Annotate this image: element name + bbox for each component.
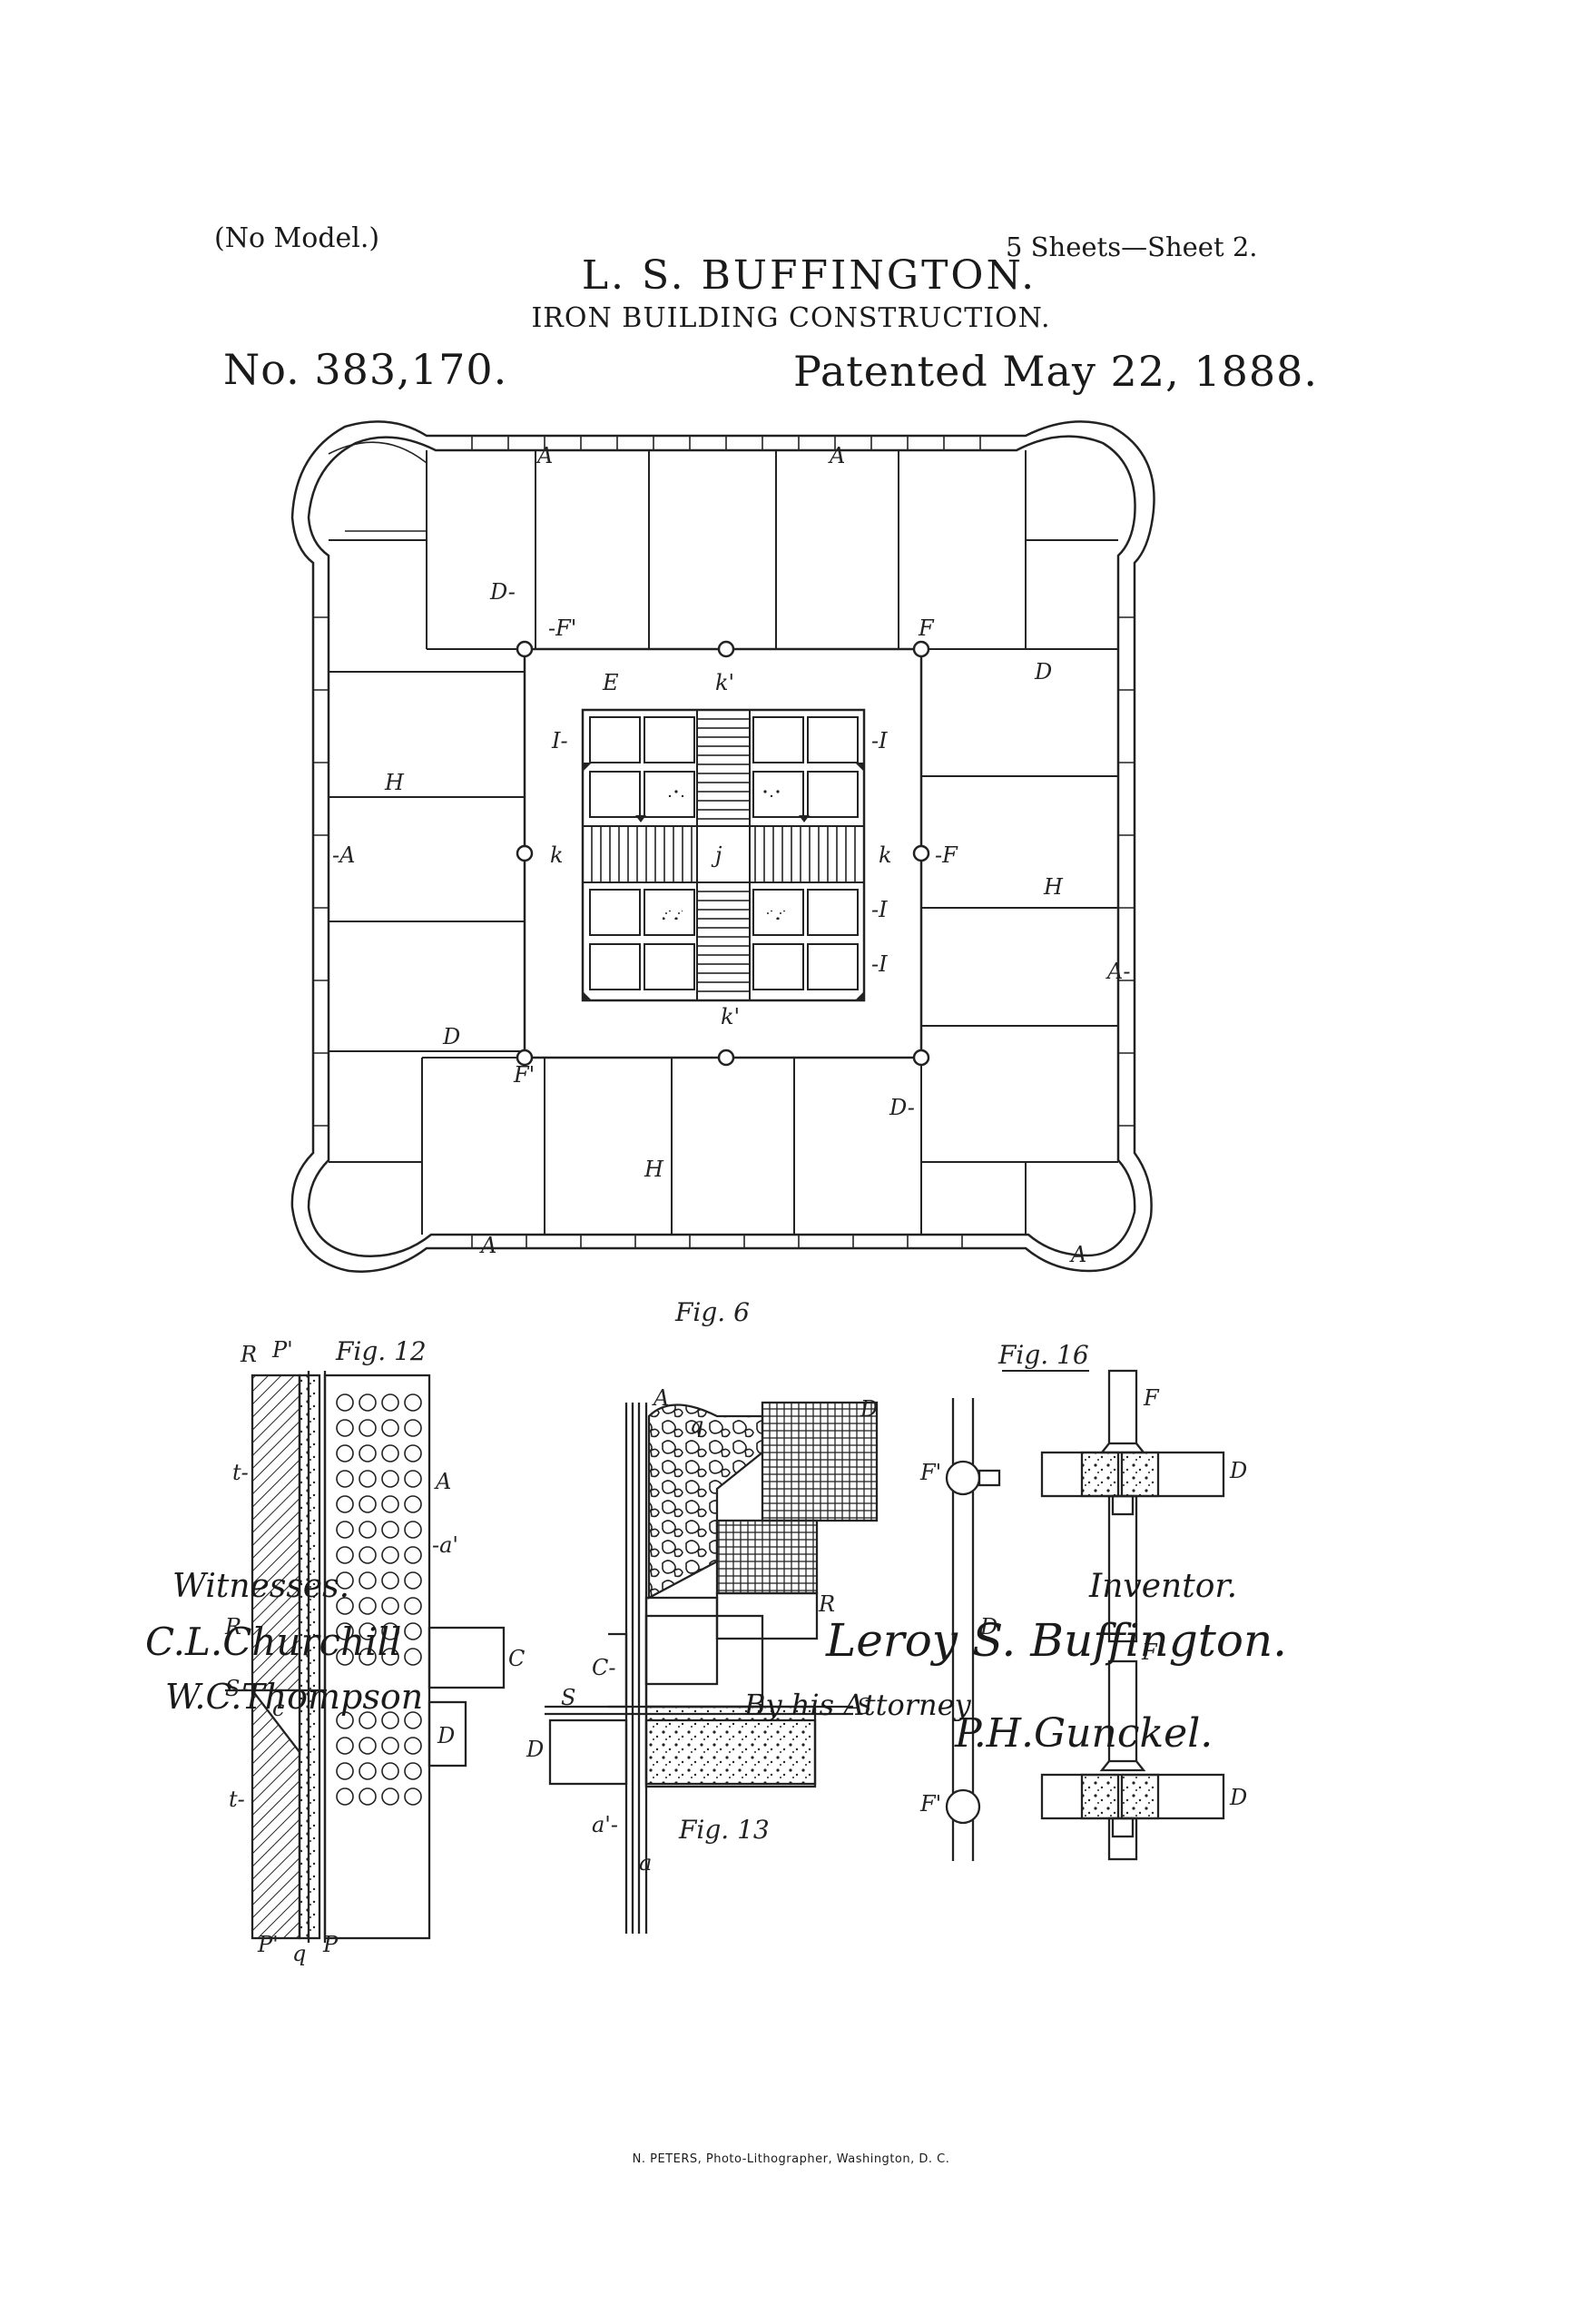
label-d-fig12: D — [437, 1723, 455, 1748]
label-s-fig13-right: S — [857, 1694, 871, 1719]
label-f1-column-bottom: F' — [919, 1791, 941, 1817]
label-k-left: k — [550, 842, 564, 868]
label-d-column: D — [979, 1614, 997, 1640]
printer-credit: N. PETERS, Photo-Lithographer, Washingto… — [632, 2152, 950, 2166]
label-d-bottom-right: D- — [889, 1095, 915, 1120]
label-c-fig13: C- — [592, 1655, 615, 1680]
label-f-top-right: F — [918, 615, 935, 641]
label-f-fig16-top: F — [1143, 1385, 1160, 1411]
label-d-fig16-top: D — [1229, 1458, 1247, 1483]
label-a1-fig12: -a' — [432, 1532, 458, 1558]
label-f1-bottom: F' — [513, 1062, 535, 1088]
label-a-top-left: A — [536, 443, 553, 468]
label-t-bottom: t- — [229, 1787, 245, 1812]
label-d-bottom-left: D — [442, 1024, 460, 1049]
patent-number: No. 383,170. — [223, 345, 508, 394]
label-a1-fig13: a'- — [592, 1812, 618, 1837]
figure-12-caption: Fig. 12 — [335, 1336, 427, 1366]
attorney-line: By his Attorney — [744, 1688, 971, 1722]
patent-date: Patented May 22, 1888. — [793, 347, 1319, 396]
label-q-fig12: q — [292, 1941, 306, 1966]
label-j: j — [711, 842, 722, 868]
label-a-left: -A — [332, 842, 355, 868]
label-r-mid: R — [224, 1614, 241, 1640]
label-a-small-fig13: a — [639, 1850, 652, 1876]
label-p-bottom: P — [322, 1932, 339, 1957]
figure-16-caption: Fig. 16 — [997, 1340, 1089, 1370]
witness-signature-1: C.L.Churchill — [145, 1620, 402, 1664]
figure-column-elevation — [945, 1398, 1001, 1861]
figure-16-beam-connection — [1002, 1369, 1225, 1861]
label-a-fig12: A — [434, 1469, 451, 1494]
label-s-fig13-left: S — [561, 1685, 575, 1710]
label-i-right-3: -I — [871, 951, 888, 977]
patent-title: IRON BUILDING CONSTRUCTION. — [531, 302, 1051, 334]
label-i-right: -I — [871, 728, 888, 753]
inventor-name-heading: L. S. BUFFINGTON. — [581, 252, 1037, 299]
label-d-left: D- — [489, 579, 516, 605]
label-t-top: t- — [232, 1460, 249, 1485]
label-a-bottom-right: A — [1069, 1242, 1086, 1267]
label-r-fig13: R — [818, 1591, 835, 1617]
inventor-label: Inventor. — [1089, 1568, 1238, 1605]
label-h-right: H — [1043, 874, 1064, 900]
figure-6-caption: Fig. 6 — [674, 1297, 750, 1327]
label-p1-top: P' — [271, 1337, 293, 1363]
label-i-right-2: -I — [871, 897, 888, 922]
label-a-top-right: A — [828, 443, 845, 468]
label-f1-left: -F' — [548, 615, 576, 641]
label-q-fig13: q — [690, 1413, 703, 1438]
label-r-top: R — [240, 1342, 257, 1367]
label-d-fig13-left: D — [526, 1737, 544, 1762]
label-d-right: D — [1034, 659, 1052, 684]
label-f-right: -F — [935, 842, 958, 868]
label-i-left: I- — [551, 728, 568, 753]
label-e: E — [602, 670, 619, 695]
label-s-fig12: S- — [225, 1676, 248, 1701]
witnesses-label: Witnesses. — [172, 1568, 350, 1605]
sheet-number: 5 Sheets—Sheet 2. — [1006, 231, 1258, 262]
label-d-fig16-bottom: D — [1229, 1785, 1247, 1810]
label-f-fig16-bottom: F — [1141, 1640, 1158, 1665]
label-c-small: c — [272, 1696, 284, 1721]
figure-6-floor-plan — [290, 420, 1155, 1273]
label-a-right: A- — [1105, 959, 1130, 984]
label-f1-column-top: F' — [919, 1460, 941, 1485]
label-h-left: H — [384, 770, 405, 795]
figure-12-wall-section — [225, 1371, 506, 1943]
figure-13-corner-section — [545, 1401, 879, 1934]
label-h-bottom: H — [644, 1157, 664, 1182]
label-k-right: k — [879, 842, 892, 868]
inventor-signature: Leroy S. Buffington. — [826, 1614, 1288, 1667]
no-model-note: (No Model.) — [214, 222, 380, 254]
label-k1-top: k' — [715, 670, 734, 695]
label-k1-bottom: k' — [721, 1004, 740, 1029]
label-a-fig13: A — [652, 1385, 669, 1411]
label-a-bottom-left: A — [479, 1233, 496, 1258]
witness-signature-2: W.C.Thompson — [165, 1677, 424, 1717]
figure-13-caption: Fig. 13 — [678, 1815, 770, 1845]
label-d-fig13: D — [860, 1396, 878, 1422]
attorney-signature: P.H.Gunckel. — [955, 1710, 1214, 1757]
label-p1-bottom: P' — [257, 1932, 279, 1957]
label-c-fig12: C — [508, 1646, 525, 1671]
